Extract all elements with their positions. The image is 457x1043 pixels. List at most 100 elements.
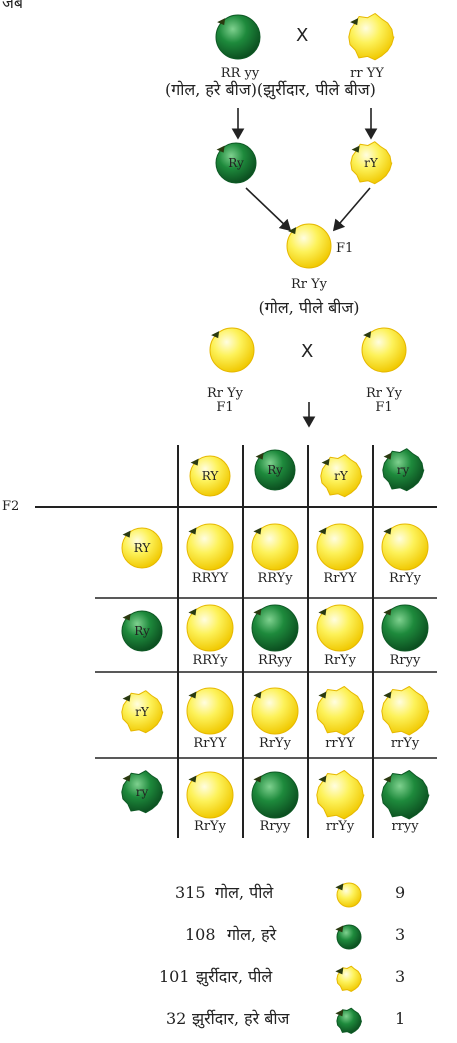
col-gamete-Ry-pea <box>254 449 296 491</box>
pea-hilum <box>122 694 131 702</box>
pea-hilum <box>122 530 131 538</box>
pea-hilum <box>318 608 327 616</box>
pea-hilum <box>188 527 197 535</box>
f1-round-yellow-pea <box>286 223 332 269</box>
f1-phenotype: (गोल, पीले बीज) <box>258 298 360 317</box>
pea-hilum <box>335 1009 344 1017</box>
row-gamete-label: ry <box>135 785 149 799</box>
offspring-pea <box>186 771 234 819</box>
col-gamete-label: RY <box>201 469 219 483</box>
cell-genotype: Rryy <box>389 653 421 668</box>
offspring-pea <box>186 523 234 571</box>
offspring-pea <box>381 686 430 736</box>
row-gamete-ry-pea <box>121 770 164 814</box>
pea-hilum <box>383 608 392 616</box>
selfing-cross-symbol: X <box>301 341 314 362</box>
offspring-pea <box>251 523 299 571</box>
selfing-right-tag: F1 <box>375 400 393 415</box>
offspring-pea <box>316 770 365 820</box>
cell-genotype: rrYy <box>390 736 420 751</box>
offspring-pea <box>251 771 299 819</box>
gamete-left-label: Ry <box>228 156 244 170</box>
arrow-gamete-right <box>332 187 371 232</box>
pea-hilum <box>216 145 225 153</box>
col-gamete-label: Ry <box>267 463 283 477</box>
offspring-pea <box>381 604 429 652</box>
result-count: 32 <box>166 1009 187 1028</box>
pea-hilum <box>383 691 392 699</box>
gamete-rY-pea <box>350 141 393 185</box>
f1-parent-right-pea <box>361 327 407 373</box>
result-ratio: 3 <box>395 925 406 944</box>
selfing-left-genotype: Rr Yy <box>206 386 244 401</box>
legend-round-green-pea <box>336 924 362 950</box>
pea-hilum <box>188 775 197 783</box>
cell-genotype: rrYy <box>325 819 355 834</box>
arrow-gamete-left <box>245 187 292 232</box>
cell-genotype: rrYY <box>325 736 355 751</box>
pea-hilum <box>253 527 262 535</box>
cell-genotype: RRyy <box>257 653 293 668</box>
result-count: 101 <box>159 967 190 986</box>
offspring-pea <box>381 523 429 571</box>
top-caption: जब <box>2 0 24 12</box>
result-count: 315 <box>175 883 206 902</box>
pea-hilum <box>253 775 262 783</box>
pea-hilum <box>188 691 197 699</box>
parent-round-green-pea <box>215 14 261 60</box>
cell-genotype: RRYy <box>192 653 228 668</box>
result-label: गोल, पीले <box>215 883 274 902</box>
col-gamete-label: ry <box>396 463 410 477</box>
pea-hilum <box>335 967 344 975</box>
pea-hilum <box>335 925 344 933</box>
pea-hilum <box>351 145 360 153</box>
result-label: झुर्रीदार, हरे बीज <box>192 1009 290 1028</box>
f1-parent-left-pea <box>209 327 255 373</box>
cell-genotype: RRYY <box>191 571 229 586</box>
pea-hilum <box>188 608 197 616</box>
row-gamete-label: RY <box>133 541 151 555</box>
row-gamete-label: rY <box>135 705 149 719</box>
cell-genotype: RrYy <box>259 736 291 751</box>
pea-seeds <box>121 13 430 1034</box>
parent-right-genotype: rr YY <box>350 66 384 81</box>
row-gamete-label: Ry <box>134 624 150 638</box>
pea-hilum <box>122 613 131 621</box>
cell-genotype: RrYy <box>194 819 226 834</box>
legend-wrinkled-green-pea <box>336 1007 362 1034</box>
parent-cross-symbol: X <box>296 25 309 46</box>
row-gamete-rY-pea <box>121 690 164 734</box>
cell-genotype: Rryy <box>259 819 291 834</box>
offspring-pea <box>316 523 364 571</box>
pea-hilum <box>318 775 327 783</box>
parent-left-genotype: RR yy <box>220 66 260 81</box>
pea-hilum <box>190 458 199 466</box>
offspring-pea <box>316 604 364 652</box>
f1-genotype: Rr Yy <box>290 277 328 292</box>
punnett-grid <box>35 445 437 838</box>
pea-hilum <box>318 527 327 535</box>
pea-hilum <box>253 691 262 699</box>
cell-genotype: RrYY <box>323 571 357 586</box>
result-ratio: 9 <box>395 883 406 902</box>
pea-hilum <box>383 452 392 460</box>
cell-genotype: RrYy <box>324 653 356 668</box>
pea-hilum <box>217 18 226 26</box>
pea-hilum <box>288 227 297 235</box>
pea-hilum <box>122 774 131 782</box>
gamete-Ry-pea <box>215 142 257 184</box>
cell-genotype: RrYy <box>389 571 421 586</box>
result-label: झुर्रीदार, पीले <box>196 967 273 986</box>
cell-genotype: rryy <box>391 819 419 834</box>
pea-hilum <box>335 883 344 891</box>
parent-wrinkled-yellow-pea <box>348 13 395 61</box>
offspring-pea <box>186 604 234 652</box>
offspring-pea <box>316 686 365 736</box>
parent-phenotypes: (गोल, हरे बीज)(झुर्रीदार, पीले बीज) <box>165 80 376 99</box>
legend-wrinkled-yellow-pea <box>336 965 362 992</box>
offspring-pea <box>381 770 430 820</box>
col-gamete-label: rY <box>334 469 348 483</box>
row-gamete-RY-pea <box>121 527 163 569</box>
result-ratio: 1 <box>395 1009 406 1028</box>
